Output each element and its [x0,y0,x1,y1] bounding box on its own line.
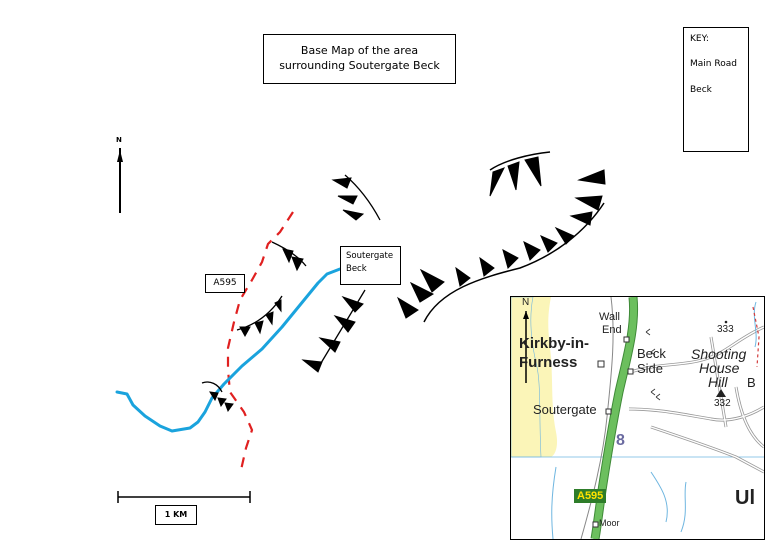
inset-map: N Kirkby-in- Furness Wall End Beck Side … [510,296,765,540]
place-beck-1: Beck [637,346,666,361]
place-kirkby-1: Kirkby-in- [519,335,590,352]
beck-stream [115,267,342,433]
key-beck-label: Beck [690,85,712,95]
place-wall-2: End [602,324,622,336]
scale-label: 1 KM [155,505,197,525]
main-road [226,211,294,471]
scale-bar [117,491,251,503]
road-label: A595 [205,274,245,293]
map-title-line2: surrounding Soutergate Beck [279,59,440,72]
place-house: House [699,360,740,376]
north-arrow [117,148,123,213]
map-key: KEY: Main Road Beck [683,27,749,152]
key-road-label: Main Road [690,59,737,69]
road-shield-a595: A595 [574,489,607,503]
place-shooting: Shooting [691,346,747,362]
slope-markings [201,151,606,413]
place-moor: Moor [599,518,620,528]
inset-edge-text: Ul [735,487,755,509]
beck-label: Soutergate Beck [340,246,401,285]
place-hill: Hill [708,374,728,390]
inset-north: N [522,297,530,308]
place-kirkby-2: Furness [519,354,578,371]
north-label: N [116,136,122,144]
beck-label-line2: Beck [346,263,367,274]
key-heading: KEY: [690,34,709,44]
beck-label-line1: Soutergate [346,251,394,261]
place-beck-2: Side [637,361,664,376]
spot-height-1: 333 [717,324,734,335]
place-soutergate: Soutergate [533,402,597,417]
inset-map-drawing [511,297,764,539]
inset-edge-b: B [747,375,756,390]
map-title-box: Base Map of the area surrounding Souterg… [263,34,456,84]
map-title-line1: Base Map of the area [300,44,419,58]
spot-height-2: 332 [714,398,731,409]
grid-number: 8 [616,432,625,449]
place-wall-1: Wall [599,311,620,323]
